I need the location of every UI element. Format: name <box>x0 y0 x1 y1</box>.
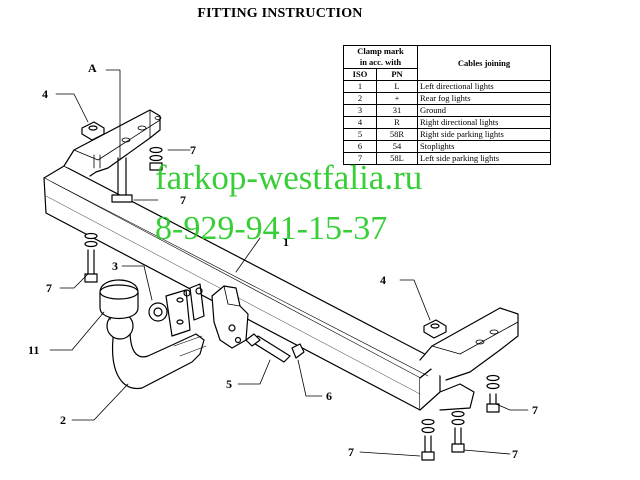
callout-11: 11 <box>28 343 39 357</box>
table-cell-cable: Right directional lights <box>417 116 551 129</box>
callout-5: 5 <box>226 377 232 391</box>
header-clamp-mark-line1: Clamp mark <box>357 46 404 56</box>
table-cell-cable: Ground <box>417 104 551 117</box>
table-cell-cable: Left side parking lights <box>417 152 551 165</box>
left-bracket-bolts <box>93 146 163 203</box>
watermark-url: farkop-westfalia.ru <box>155 158 423 197</box>
callout-7-left: 7 <box>46 281 52 295</box>
tow-ball-neck-2 <box>112 329 207 390</box>
table-cell-iso: 5 <box>343 128 377 141</box>
callout-7-top: 7 <box>190 143 196 157</box>
table-cell-iso: 2 <box>343 92 377 105</box>
callout-1: 1 <box>283 235 289 249</box>
callout-A: A <box>88 61 97 75</box>
clamp-wiring-table: Clamp mark in acc. with Cables joining I… <box>343 45 551 165</box>
central-clamp <box>211 285 249 349</box>
right-bolts <box>421 374 500 461</box>
table-header-row: Clamp mark in acc. with Cables joining <box>343 45 551 81</box>
header-clamp-mark: Clamp mark in acc. with <box>343 45 418 69</box>
callout-7-right1: 7 <box>532 403 538 417</box>
table-row: 2+Rear fog lights <box>343 92 551 105</box>
table-cell-pn: L <box>376 80 418 93</box>
bolt-5 <box>245 333 291 363</box>
header-cables-joining: Cables joining <box>417 45 551 81</box>
watermark-phone: 8-929-941-15-37 <box>155 210 388 247</box>
callout-4-left: 4 <box>42 87 48 101</box>
table-cell-cable: Rear fog lights <box>417 92 551 105</box>
table-cell-pn: 58R <box>376 128 418 141</box>
callout-3: 3 <box>112 259 118 273</box>
table-cell-pn: R <box>376 116 418 129</box>
header-iso: ISO <box>343 68 377 81</box>
table-cell-pn: 58L <box>376 152 418 165</box>
right-nut-4 <box>423 319 447 339</box>
table-cell-iso: 6 <box>343 140 377 153</box>
header-pn: PN <box>376 68 418 81</box>
left-vertical-bolt <box>84 232 98 283</box>
callout-leaders <box>49 69 529 457</box>
callout-7-right2: 7 <box>512 447 518 461</box>
callout-7-bottom: 7 <box>348 445 354 459</box>
left-nut-4 <box>81 121 105 141</box>
table-cell-pn: + <box>376 92 418 105</box>
callout-6: 6 <box>326 389 332 403</box>
page-title: FITTING INSTRUCTION <box>197 6 363 21</box>
callout-7-mid: 7 <box>180 193 186 207</box>
socket-bracket-3 <box>148 283 205 337</box>
right-mounting-bracket <box>419 307 519 411</box>
ball-cover-11 <box>99 279 139 319</box>
callout-4-right: 4 <box>380 273 386 287</box>
table-cell-pn: 54 <box>376 140 418 153</box>
callout-2: 2 <box>60 413 66 427</box>
table-cell-cable: Stoplights <box>417 140 551 153</box>
table-cell-cable: Right side parking lights <box>417 128 551 141</box>
table-cell-pn: 31 <box>376 104 418 117</box>
nut-6 <box>291 343 305 359</box>
table-cell-iso: 1 <box>343 80 377 93</box>
table-cell-iso: 3 <box>343 104 377 117</box>
table-cell-iso: 4 <box>343 116 377 129</box>
header-clamp-mark-line2: in acc. with <box>359 57 402 67</box>
left-mounting-bracket <box>63 109 162 177</box>
table-cell-cable: Left directional lights <box>417 80 551 93</box>
